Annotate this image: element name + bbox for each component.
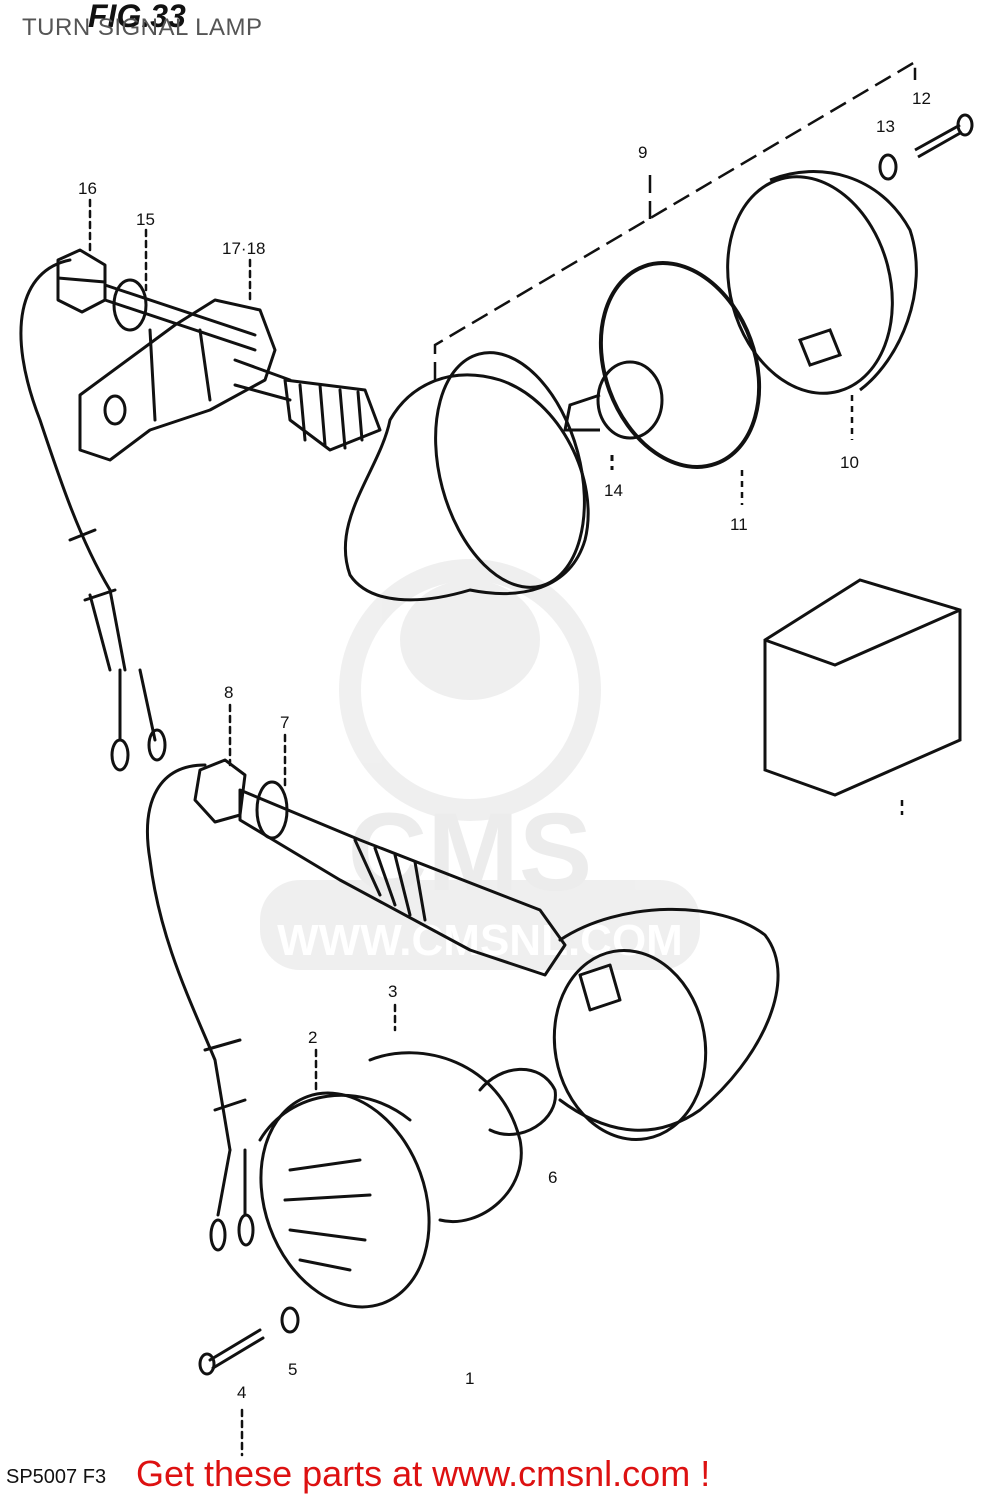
upper-wire bbox=[19, 258, 127, 672]
callout-8: 8 bbox=[224, 683, 233, 702]
callout-7: 7 bbox=[280, 713, 289, 732]
callout-13: 13 bbox=[876, 117, 895, 136]
cms-watermark: CMS WWW.CMSNL.COM bbox=[260, 559, 700, 970]
callout-10: 10 bbox=[840, 453, 859, 472]
gasket-11 bbox=[598, 261, 762, 505]
upper-terminals bbox=[118, 668, 157, 742]
upper-stem bbox=[283, 378, 382, 452]
relay-19 bbox=[763, 578, 962, 815]
bracket-17-18 bbox=[78, 298, 277, 462]
callout-15: 15 bbox=[136, 210, 155, 229]
callout-labels: 1 2 3 4 5 6 7 8 9 10 11 12 13 14 15 16 1… bbox=[78, 89, 931, 1402]
lens-10 bbox=[726, 170, 918, 440]
figure-number: FIG.33 bbox=[88, 0, 186, 34]
page-title: TURN SIGNAL LAMP bbox=[22, 14, 263, 41]
lower-wire bbox=[145, 763, 232, 1152]
lower-terminals bbox=[216, 1148, 247, 1217]
lower-turn-signal bbox=[88, 198, 780, 1457]
group-bracket-9 bbox=[433, 59, 917, 380]
callout-11: 11 bbox=[730, 515, 748, 534]
cta-link[interactable]: Get these parts at www.cmsnl.com ! bbox=[136, 1453, 711, 1494]
watermark-url: WWW.CMSNL.COM bbox=[277, 916, 683, 965]
callout-14: 14 bbox=[604, 481, 623, 500]
screw-4 bbox=[208, 1328, 265, 1370]
callout-6: 6 bbox=[548, 1168, 557, 1187]
bulb-6 bbox=[478, 1067, 557, 1136]
bulb-14 bbox=[563, 360, 664, 470]
callout-12: 12 bbox=[912, 89, 931, 108]
callout-2: 2 bbox=[308, 1028, 317, 1047]
gasket-3 bbox=[368, 1051, 523, 1223]
lower-stem bbox=[238, 788, 567, 977]
callout-5: 5 bbox=[288, 1360, 297, 1379]
screw-12 bbox=[914, 113, 974, 159]
washer-13 bbox=[878, 153, 898, 181]
callout-3: 3 bbox=[388, 982, 397, 1001]
upper-turn-signal bbox=[19, 248, 590, 772]
callout-17-18: 17·18 bbox=[222, 239, 265, 258]
washer-5 bbox=[280, 1306, 300, 1334]
callout-4: 4 bbox=[237, 1383, 246, 1402]
drawing-reference: SP5007 F3 bbox=[6, 1466, 107, 1488]
lens-2 bbox=[259, 1091, 431, 1309]
callout-9: 9 bbox=[638, 143, 647, 162]
washer-15 bbox=[112, 278, 148, 332]
washer-7 bbox=[255, 780, 289, 840]
callout-1: 1 bbox=[465, 1369, 474, 1388]
grommet-8 bbox=[193, 758, 247, 824]
lower-housing bbox=[558, 907, 780, 1132]
watermark-brand: CMS bbox=[348, 791, 592, 914]
callout-16: 16 bbox=[78, 179, 97, 198]
